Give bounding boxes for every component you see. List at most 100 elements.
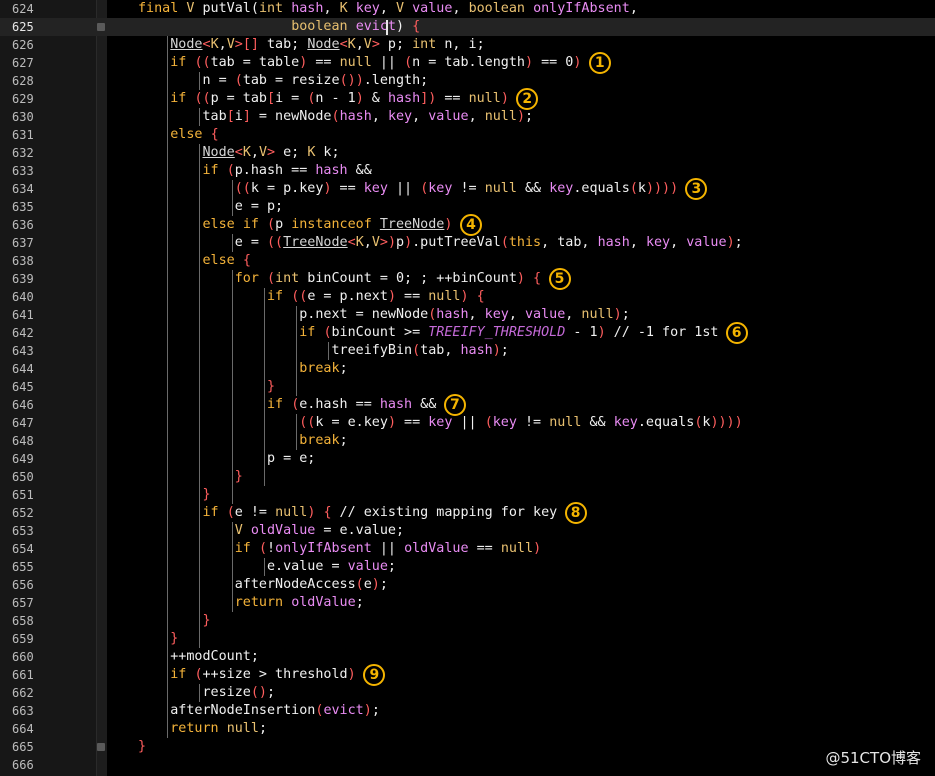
code-line[interactable]: 638 else { [0, 252, 935, 270]
code-token: tab [138, 109, 227, 124]
code-token [283, 289, 291, 304]
fold-marker-icon[interactable] [97, 23, 105, 31]
code-token: null [468, 91, 501, 106]
code-text: ((k = p.key) == key || (key != null && k… [138, 180, 678, 198]
code-line[interactable]: 642 if (binCount >= TREEIFY_THRESHOLD - … [0, 324, 935, 342]
code-line[interactable]: 663 afterNodeInsertion(evict); [0, 702, 935, 720]
code-token: .equals [637, 415, 695, 430]
code-line[interactable]: 652 if (e != null) { // existing mapping… [0, 504, 935, 522]
code-line[interactable]: 660 ++modCount; [0, 648, 935, 666]
code-token: ( [267, 271, 276, 286]
code-token: ( [412, 343, 421, 358]
code-line[interactable]: 631 else { [0, 126, 935, 144]
code-text: e = p; [138, 198, 283, 216]
code-line[interactable]: 664 return null; [0, 720, 935, 738]
code-line[interactable]: 633 if (p.hash == hash && [0, 162, 935, 180]
code-line[interactable]: 656 afterNodeAccess(e); [0, 576, 935, 594]
code-line[interactable]: 661 if (++size > threshold) [0, 666, 935, 684]
line-number: 636 [12, 218, 34, 232]
code-token: key [428, 181, 453, 196]
line-number: 627 [12, 56, 34, 70]
indent-guide [263, 288, 265, 486]
code-line[interactable]: 636 else if (p instanceof TreeNode) [0, 216, 935, 234]
code-line[interactable]: 657 return oldValue; [0, 594, 935, 612]
code-token: ; [371, 703, 380, 718]
code-line[interactable]: 627 if ((tab = table) == null || (n = ta… [0, 54, 935, 72]
line-number: 635 [12, 200, 34, 214]
code-token [138, 289, 267, 304]
code-line[interactable]: 649 p = e; [0, 450, 935, 468]
code-token: ; [355, 595, 364, 610]
code-line[interactable]: 632 Node<K,V> e; K k; [0, 144, 935, 162]
code-token: null [484, 109, 517, 124]
code-token [525, 1, 533, 16]
code-token: , [629, 235, 646, 250]
code-token: int [412, 37, 437, 52]
code-token: e.hash == [299, 397, 380, 412]
code-token: n = tab.length [412, 55, 525, 70]
code-token: V [234, 523, 243, 538]
code-token: = e.value; [315, 523, 405, 538]
code-line[interactable]: 666 [0, 756, 935, 774]
code-token: ) [363, 703, 372, 718]
annotation-badge: 6 [725, 322, 748, 344]
code-line[interactable]: 651 } [0, 486, 935, 504]
code-line[interactable]: 648 break; [0, 432, 935, 450]
code-line[interactable]: 646 if (e.hash == hash && [0, 396, 935, 414]
code-line[interactable]: 658 } [0, 612, 935, 630]
code-token [138, 217, 203, 232]
code-token: ( [258, 541, 267, 556]
code-editor[interactable] [107, 0, 935, 776]
code-text: e = ((TreeNode<K,V>)p).putTreeVal(this, … [138, 234, 743, 252]
indent-guide [231, 234, 233, 252]
code-line[interactable]: 643 treeifyBin(tab, hash); [0, 342, 935, 360]
code-line[interactable]: 647 ((k = e.key) == key || (key != null … [0, 414, 935, 432]
code-line[interactable]: 634 ((k = p.key) == key || (key != null … [0, 180, 935, 198]
code-line[interactable]: 635 e = p; [0, 198, 935, 216]
code-line[interactable]: 629 if ((p = tab[i = (n - 1) & hash]) ==… [0, 90, 935, 108]
code-line[interactable]: 641 p.next = newNode(hash, key, value, n… [0, 306, 935, 324]
code-token: ! [267, 541, 276, 556]
code-line[interactable]: 626 Node<K,V>[] tab; Node<K,V> p; int n,… [0, 36, 935, 54]
code-token [235, 253, 243, 268]
code-token: || [387, 181, 421, 196]
code-token: ) [404, 235, 413, 250]
code-line[interactable]: 639 for (int binCount = 0; ; ++binCount)… [0, 270, 935, 288]
indent-guide [296, 306, 297, 396]
code-line[interactable]: 659 } [0, 630, 935, 648]
code-token: ] [242, 109, 251, 124]
code-token: , [565, 307, 582, 322]
code-line[interactable]: 665} [0, 738, 935, 756]
code-token: TREEIFY_THRESHOLD [428, 325, 566, 340]
code-token: V [371, 235, 380, 250]
code-line[interactable]: 630 tab[i] = newNode(hash, key, value, n… [0, 108, 935, 126]
code-token: tab = table [210, 55, 300, 70]
code-token: ) [355, 91, 364, 106]
code-line[interactable]: 640 if ((e = p.next) == null) { [0, 288, 935, 306]
code-line[interactable]: 654 if (!onlyIfAbsent || oldValue == nul… [0, 540, 935, 558]
code-token: ) [533, 541, 542, 556]
code-token: - 1 [565, 325, 598, 340]
line-number: 647 [12, 416, 34, 430]
code-token: && [347, 163, 372, 178]
fold-marker-icon[interactable] [97, 743, 105, 751]
code-token: == [307, 55, 340, 70]
code-token: null [484, 181, 517, 196]
code-line[interactable]: 625 boolean evict) { [0, 18, 935, 36]
code-token: k = p.key [250, 181, 324, 196]
code-line[interactable]: 645 } [0, 378, 935, 396]
code-token: key [613, 415, 638, 430]
code-line[interactable]: 662 resize(); [0, 684, 935, 702]
code-token: ) [726, 235, 735, 250]
code-line[interactable]: 653 V oldValue = e.value; [0, 522, 935, 540]
code-line[interactable]: 655 e.value = value; [0, 558, 935, 576]
fold-column[interactable] [96, 0, 107, 776]
code-line[interactable]: 637 e = ((TreeNode<K,V>)p).putTreeVal(th… [0, 234, 935, 252]
line-number: 662 [12, 686, 34, 700]
code-token: V [363, 37, 372, 52]
code-token [219, 721, 227, 736]
code-line[interactable]: 628 n = (tab = resize()).length; [0, 72, 935, 90]
code-line[interactable]: 650 } [0, 468, 935, 486]
code-line[interactable]: 644 break; [0, 360, 935, 378]
